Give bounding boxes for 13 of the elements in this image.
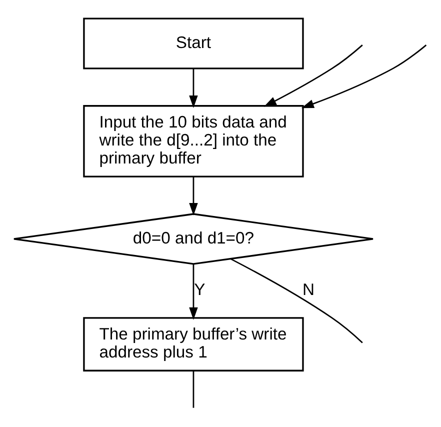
arrow [189,264,198,320]
connector [230,258,363,343]
edge-label: N [302,280,315,299]
arrow [301,44,427,108]
arrow [189,68,198,108]
connector [192,370,194,408]
arrow [264,44,363,106]
node-diamond: d0=0 and d1=0? [13,212,374,264]
node-box: The primary buffer’s write address plus 1 [83,316,304,371]
edge-label: Y [194,280,206,299]
node-box: Input the 10 bits data and write the d[9...2] into the primary buffer [83,104,304,177]
node-box: Start [83,17,304,69]
arrow [189,176,198,216]
